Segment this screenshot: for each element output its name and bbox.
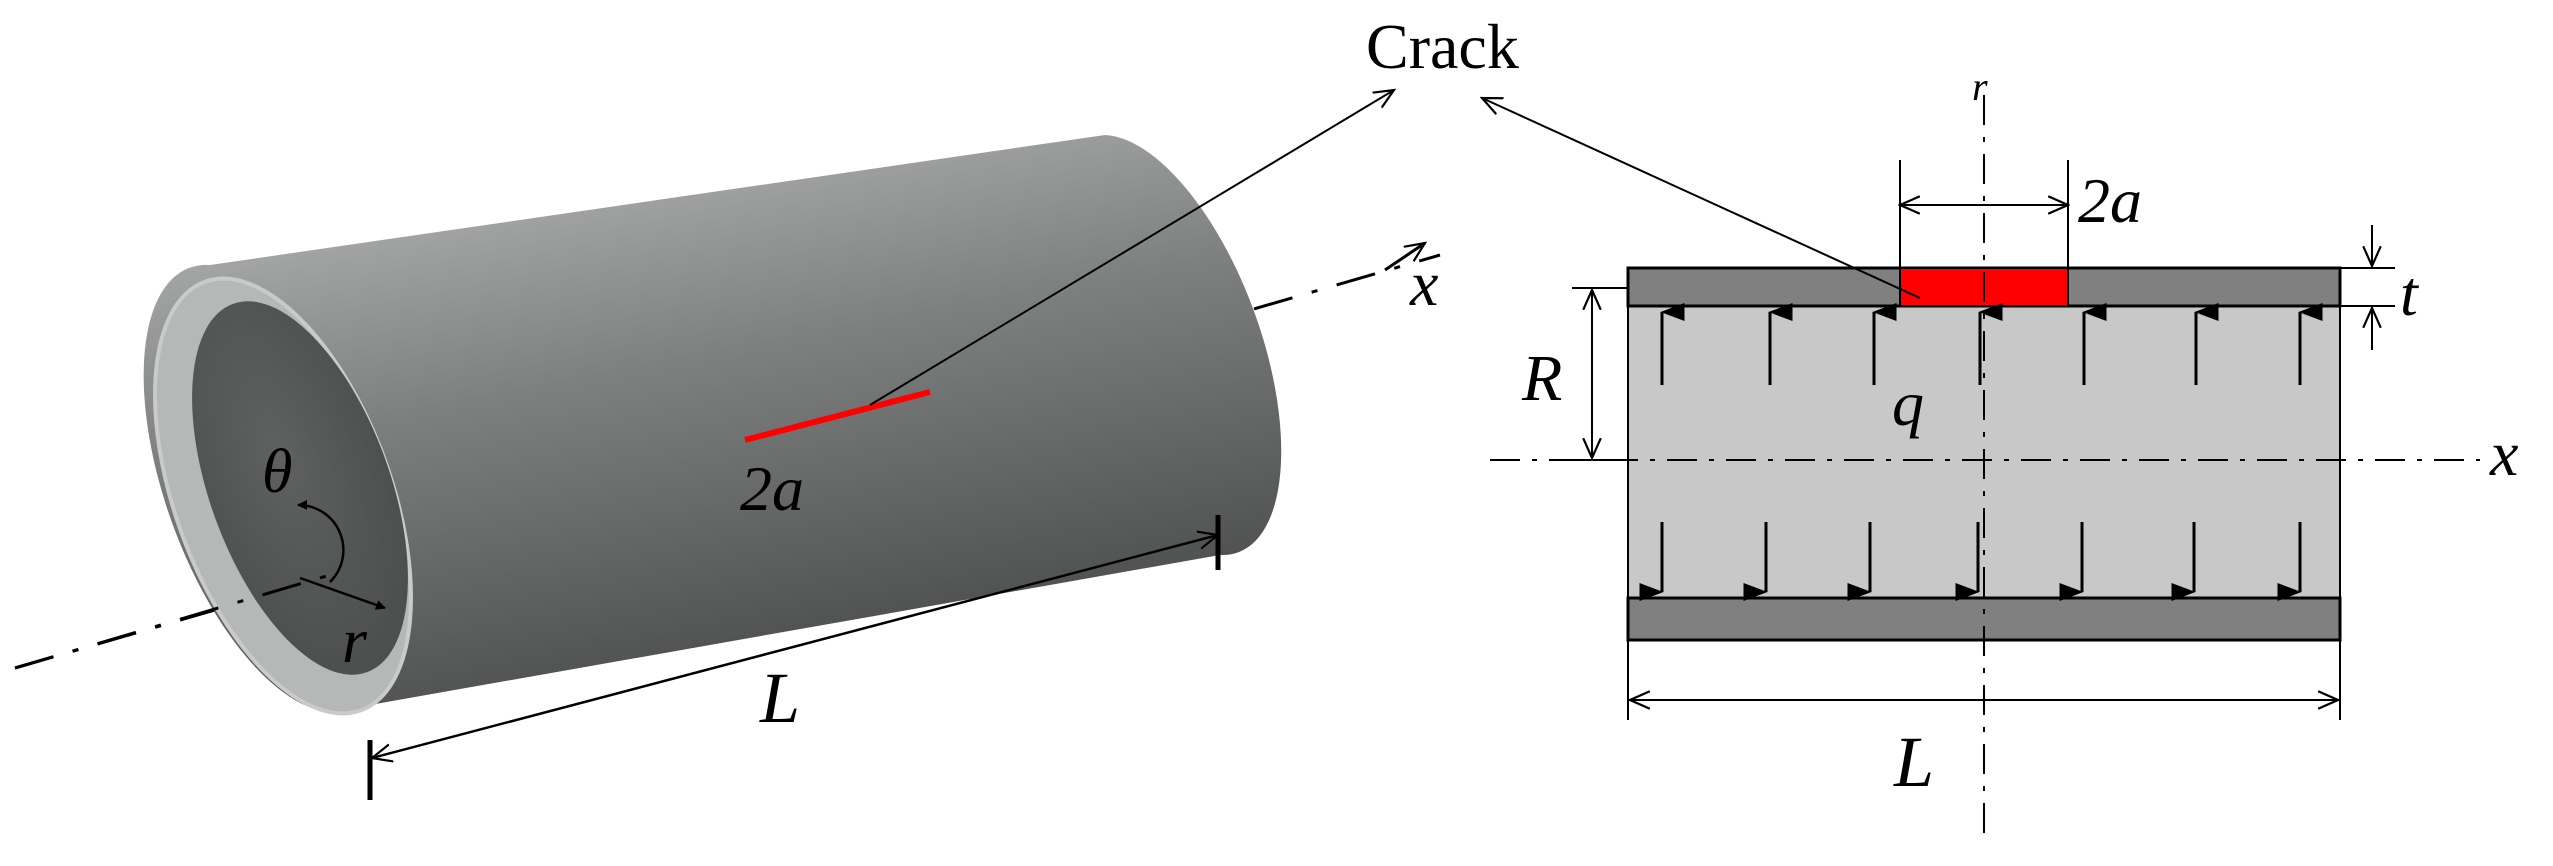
cross-section: r 2a t R q x L xyxy=(1482,64,2518,840)
tube-3d: 2a L x θ r xyxy=(14,90,1441,800)
crack-leader-left xyxy=(869,90,1394,406)
section-crack-length-label: 2a xyxy=(2078,165,2142,236)
section-radial-label: r xyxy=(1972,64,1988,109)
tube-axis-front xyxy=(14,573,331,670)
radial-label-3d: r xyxy=(342,605,368,676)
theta-arc xyxy=(297,499,345,583)
crack-label: Crack xyxy=(1366,11,1519,82)
theta-label: θ xyxy=(262,438,292,506)
radius-label: R xyxy=(1521,342,1562,415)
thickness-label: t xyxy=(2400,258,2420,329)
axis-label-3d: x xyxy=(1409,248,1438,319)
pressure-arrows-down xyxy=(1639,522,2302,601)
crack-leader-right xyxy=(1482,98,1921,299)
pressure-label: q xyxy=(1892,368,1924,439)
crack-length-label-3d: 2a xyxy=(740,453,804,524)
section-length-label: L xyxy=(1893,722,1934,802)
tube-axis-arrow xyxy=(1384,243,1425,272)
section-axis-label: x xyxy=(2489,418,2518,489)
tube-crack xyxy=(744,389,931,443)
tube-bore xyxy=(192,301,408,675)
length-label-3d: L xyxy=(759,658,800,738)
length-dim-line-3d xyxy=(372,535,1218,758)
pressure-arrows-up xyxy=(1660,303,2323,385)
